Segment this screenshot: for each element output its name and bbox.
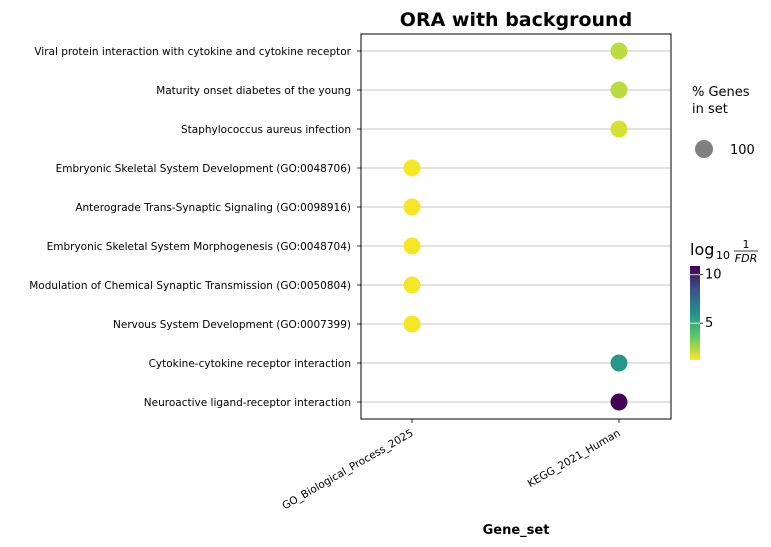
y-tick-label: Modulation of Chemical Synaptic Transmis… bbox=[29, 280, 351, 292]
gridlines bbox=[361, 50, 671, 403]
y-tick-label: Anterograde Trans-Synaptic Signaling (GO… bbox=[75, 202, 351, 214]
x-tick-marks bbox=[411, 419, 620, 423]
colorbar-tick-label: 10 bbox=[705, 268, 722, 283]
x-tick-label: KEGG_2021_Human bbox=[526, 427, 623, 490]
y-tick-label: Cytokine-cytokine receptor interaction bbox=[149, 358, 351, 370]
y-tick-label: Staphylococcus aureus infection bbox=[181, 124, 351, 136]
plot-frame bbox=[360, 33, 672, 420]
size-legend-title-line2: in set bbox=[692, 102, 728, 117]
colorbar-ticks: 5 10 bbox=[690, 268, 722, 331]
data-point bbox=[610, 81, 628, 99]
data-point bbox=[403, 159, 421, 177]
colorbar-tick-label: 5 bbox=[705, 316, 713, 331]
colorbar-title-log: log bbox=[690, 240, 714, 259]
data-points bbox=[403, 42, 628, 411]
data-point bbox=[610, 354, 628, 372]
y-tick-label: Maturity onset diabetes of the young bbox=[156, 85, 351, 97]
size-legend-title-line1: % Genes bbox=[692, 85, 750, 100]
data-point bbox=[403, 276, 421, 294]
x-tick-label: GO_Biological_Process_2025 bbox=[280, 427, 415, 512]
colorbar-title-numerator: 1 bbox=[743, 238, 750, 251]
y-tick-labels: Viral protein interaction with cytokine … bbox=[29, 46, 351, 409]
data-point bbox=[610, 393, 628, 411]
x-axis-label: Gene_set bbox=[483, 523, 550, 538]
data-point bbox=[610, 42, 628, 60]
data-point bbox=[403, 237, 421, 255]
data-point bbox=[610, 120, 628, 138]
y-tick-label: Nervous System Development (GO:0007399) bbox=[113, 319, 351, 331]
y-tick-label: Viral protein interaction with cytokine … bbox=[34, 46, 351, 58]
colorbar-title-denominator: FDR bbox=[735, 252, 757, 265]
data-point bbox=[403, 198, 421, 216]
size-legend-marker bbox=[695, 140, 713, 158]
x-tick-labels: GO_Biological_Process_2025 KEGG_2021_Huma… bbox=[280, 427, 622, 512]
colorbar bbox=[690, 266, 700, 360]
y-tick-marks bbox=[357, 50, 361, 403]
y-tick-label: Embryonic Skeletal System Development (G… bbox=[56, 163, 351, 175]
chart-title: ORA with background bbox=[400, 9, 632, 31]
y-tick-label: Embryonic Skeletal System Morphogenesis … bbox=[47, 241, 351, 253]
size-legend-value: 100 bbox=[730, 143, 755, 158]
colorbar-title-sub: 10 bbox=[716, 249, 730, 262]
y-tick-label: Neuroactive ligand-receptor interaction bbox=[144, 397, 351, 409]
data-point bbox=[403, 315, 421, 333]
